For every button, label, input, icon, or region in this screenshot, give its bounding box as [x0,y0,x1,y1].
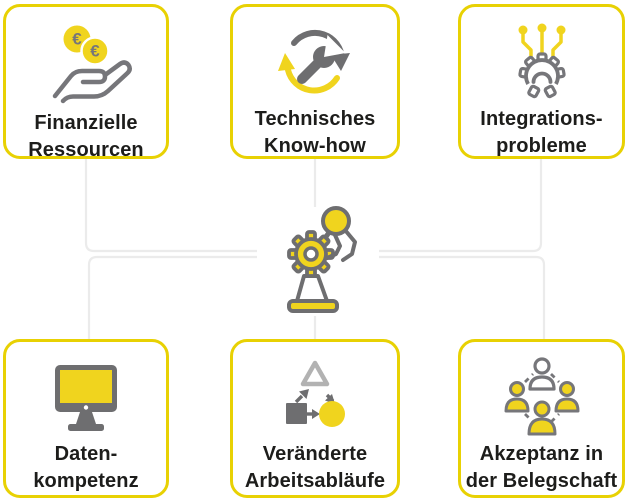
factor-box-technisches-know-how: Technisches Know-how [230,4,400,159]
monitor-icon [55,365,117,431]
factor-label-line2: Arbeitsabläufe [244,470,386,492]
wrench-cycle-icon [278,29,350,94]
factor-box-finanzielle-ressourcen: € € Finanzielle Ressourcen [3,4,169,161]
factor-box-veraenderte-arbeitsablaeufe: Veränderte Arbeitsabläufe [230,339,400,498]
factor-label-line2: kompetenz [33,470,139,492]
factor-label-line2: Know-how [264,135,366,157]
factor-label-line2: Ressourcen [28,139,144,161]
factor-label-line1: Veränderte [262,443,368,465]
factor-label-line1: Finanzielle [34,112,138,134]
robot-arm-icon [287,206,357,313]
factor-box-akzeptanz-belegschaft: Akzeptanz in der Belegschaft [458,339,625,498]
factor-label-line2: probleme [496,135,587,157]
shapes-transition-icon [286,360,345,427]
factor-label: Integrations- probleme [480,106,602,162]
factor-label-line1: Daten- [54,443,118,465]
factor-label: Akzeptanz in der Belegschaft [466,441,618,497]
factor-label-line1: Integrations- [480,108,603,130]
factor-box-datenkompetenz: Daten- kompetenz [3,339,169,498]
svg-text:€: € [90,41,100,60]
factor-label-line1: Akzeptanz in [479,443,604,465]
svg-text:€: € [72,29,82,48]
factor-label: Veränderte Arbeitsabläufe [245,441,385,497]
factor-label-line2: der Belegschaft [465,470,618,492]
factor-label: Daten- kompetenz [33,441,138,497]
people-network-icon [504,357,579,436]
factor-label: Technisches Know-how [255,106,376,162]
factor-box-integrationsprobleme: Integrations- probleme [458,4,625,159]
factor-label-line1: Technisches [254,108,376,130]
euro-coins-hand-icon: € € [52,25,132,104]
factor-label: Finanzielle Ressourcen [28,110,144,166]
circuit-gear-icon [517,23,566,99]
